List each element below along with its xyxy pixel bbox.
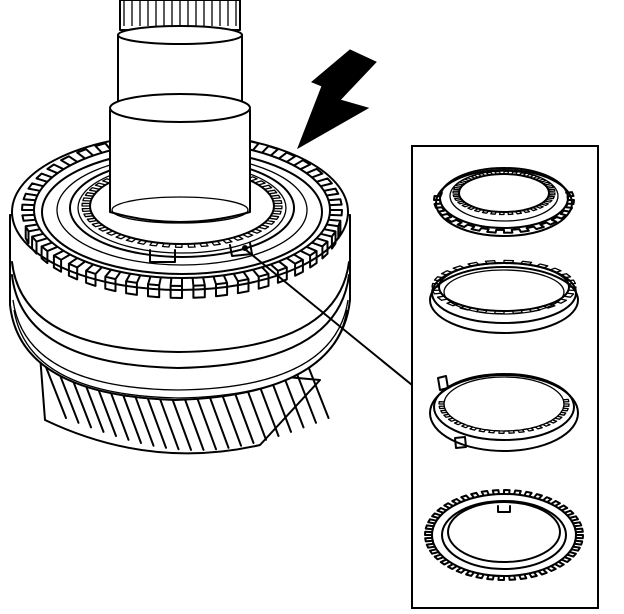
helical-tooth-lines [43, 361, 330, 451]
input-shaft [109, 0, 251, 224]
synchronizer-tooth [21, 133, 343, 299]
spline-grooves [119, 0, 241, 36]
helical-gear-teeth [43, 361, 330, 451]
synchronizer-inner-ring [433, 167, 575, 237]
synchronizer-outer-ring [429, 373, 579, 452]
gear-tooth-outline [433, 191, 575, 234]
synchronizer-clutch-ring [424, 489, 584, 581]
assembly-direction-arrow-icon [297, 49, 377, 150]
shaft-splines [119, 0, 241, 36]
synchronizer-cone [429, 259, 579, 334]
exploded-detail-panel [411, 145, 599, 609]
synchronizer-ring-teeth [21, 133, 343, 299]
callout-leader-line [245, 249, 413, 386]
gear-tooth-outline [438, 398, 570, 434]
gear-tooth-outline [424, 489, 584, 581]
gear-tooth-outline [452, 170, 556, 216]
